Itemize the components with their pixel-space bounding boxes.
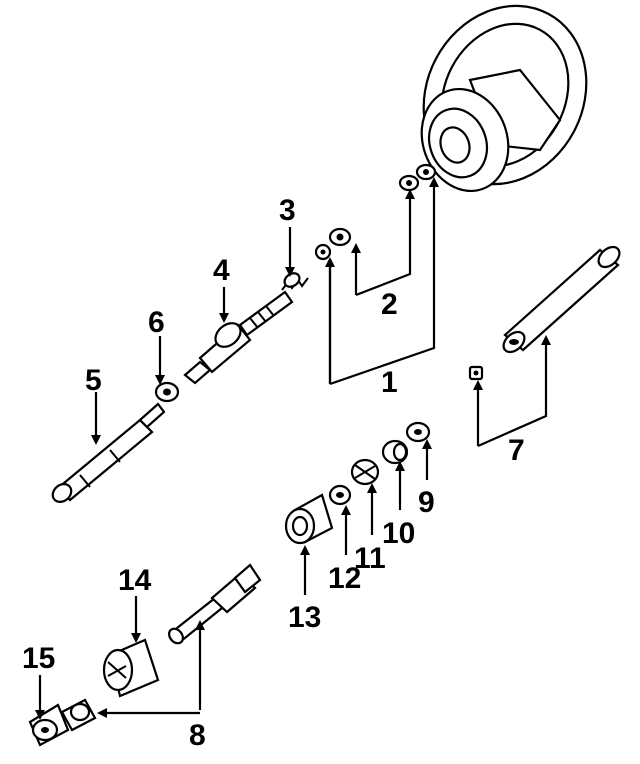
lower-shaft: [51, 402, 166, 503]
callout-11: 11: [354, 542, 386, 575]
callout-1: 1: [381, 366, 398, 399]
column-tube: [502, 245, 621, 354]
leader-lines: [35, 177, 551, 720]
bearing-stack: [284, 421, 431, 545]
callout-13: 13: [288, 601, 321, 634]
callout-14: 14: [118, 564, 152, 597]
callout-9: 9: [418, 486, 435, 519]
tube-bolt: [468, 365, 484, 381]
callout-labels: 1 2 3 4 5 6 7 8 9 10 11 12 13 14 15: [22, 194, 525, 752]
callout-2: 2: [381, 288, 398, 321]
callout-12: 12: [328, 562, 361, 595]
callout-3: 3: [279, 194, 296, 227]
callout-15: 15: [22, 642, 55, 675]
callout-6: 6: [148, 306, 165, 339]
callout-7: 7: [508, 434, 525, 467]
shaft-coupler: [28, 698, 97, 747]
column-shroud: [102, 638, 160, 698]
callout-10: 10: [382, 517, 415, 550]
callout-4: 4: [213, 254, 230, 287]
bearing-washer: [154, 381, 180, 403]
intermediate-shaft: [168, 563, 262, 645]
upper-shaft: [183, 290, 294, 385]
steering-wheel: [420, 4, 588, 193]
wheel-nut-washer-set: [314, 163, 437, 261]
callout-8: 8: [189, 719, 206, 752]
callout-5: 5: [85, 364, 102, 397]
spring: [281, 272, 309, 291]
